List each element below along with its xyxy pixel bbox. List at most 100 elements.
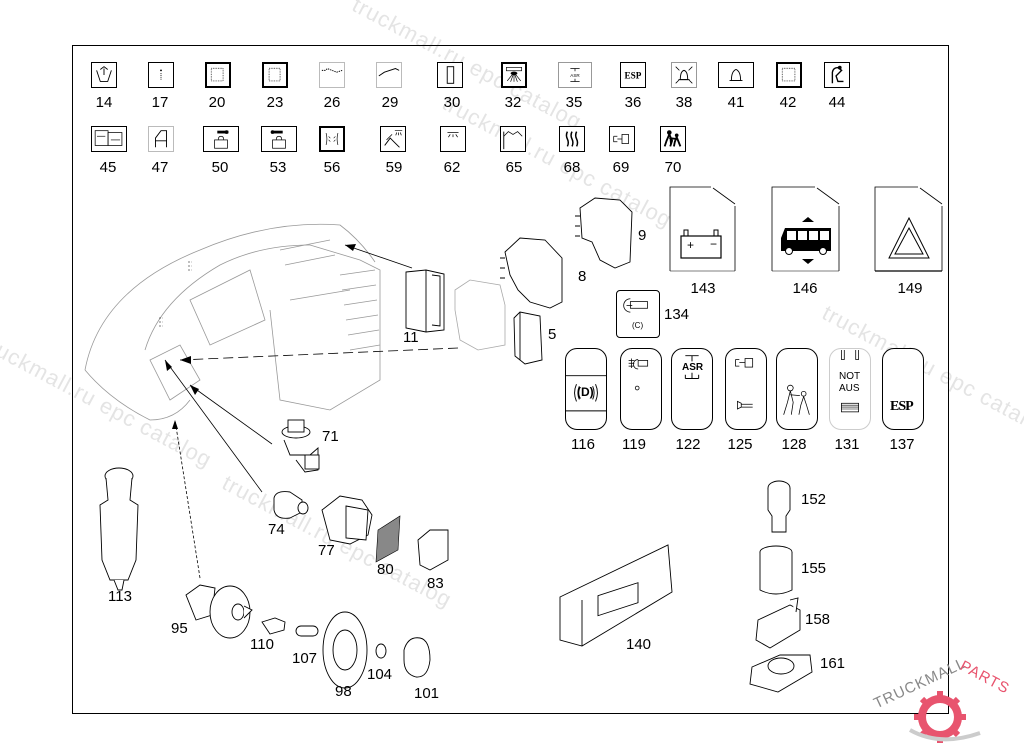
part-number-label: 155 xyxy=(801,560,827,577)
part-number-label: 122 xyxy=(675,436,701,453)
mirror-heating-icon[interactable] xyxy=(319,126,345,152)
part-number-label: 98 xyxy=(335,683,352,700)
part-number-label: 74 xyxy=(268,521,285,538)
part-number-label: 137 xyxy=(889,436,915,453)
esp-rocker[interactable]: ESP xyxy=(882,348,924,430)
interior-light-icon[interactable] xyxy=(501,62,527,88)
part-number-label: 32 xyxy=(504,94,522,111)
svg-text:ESP: ESP xyxy=(625,71,642,81)
retarder-icon[interactable] xyxy=(609,126,635,152)
hazard-warning-switch-plate[interactable] xyxy=(874,186,944,274)
diagram-frame xyxy=(72,45,949,714)
esp-icon[interactable]: ESP xyxy=(620,62,646,88)
part-number-label: 62 xyxy=(443,159,461,176)
part-number-label: 113 xyxy=(108,588,132,605)
part-number-label: 14 xyxy=(95,94,113,111)
parking-light-switch[interactable]: (C) xyxy=(616,290,660,338)
work-lamp-icon[interactable] xyxy=(380,126,406,152)
part-number-label: 30 xyxy=(443,94,461,111)
door-narrow-icon[interactable] xyxy=(437,62,463,88)
door-right-icon[interactable] xyxy=(262,62,288,88)
part-number-label: 134 xyxy=(664,306,690,323)
part-number-label: 119 xyxy=(622,436,646,453)
part-number-label: 36 xyxy=(624,94,642,111)
part-number-label: 38 xyxy=(675,94,693,111)
part-number-label: 50 xyxy=(211,159,229,176)
part-number-label: 69 xyxy=(612,159,630,176)
part-number-label: 8 xyxy=(578,268,587,285)
battery-plus-label: + xyxy=(687,238,695,252)
part-number-label: 77 xyxy=(318,542,335,559)
alarm-bell-active-icon[interactable] xyxy=(671,62,697,88)
rocker-122-text: ASR xyxy=(682,362,704,373)
part-number-label: 35 xyxy=(565,94,583,111)
part-number-label: 131 xyxy=(834,436,860,453)
battery-minus-label: − xyxy=(710,237,718,251)
gear-icon xyxy=(909,691,981,743)
roof-hatch-icon[interactable] xyxy=(776,62,802,88)
bus-level-switch-plate[interactable] xyxy=(771,186,841,274)
tilt-cab-icon[interactable] xyxy=(319,62,345,88)
part-number-label: 152 xyxy=(801,491,827,508)
rocker-116-text: (D) xyxy=(577,385,594,399)
emergency-stop-rocker[interactable]: NOT AUS xyxy=(829,348,871,430)
battery-switch-plate[interactable]: + − xyxy=(669,186,737,274)
part-number-label: 101 xyxy=(414,685,440,702)
heating-icon[interactable] xyxy=(559,126,585,152)
part-number-label: 42 xyxy=(779,94,797,111)
rocker-131-text-2: AUS xyxy=(839,383,860,394)
part-number-label: 158 xyxy=(805,611,831,628)
key-lock-closed-icon[interactable] xyxy=(203,126,239,152)
washer-fluid-icon[interactable] xyxy=(91,62,117,88)
school-children-rocker[interactable] xyxy=(776,348,818,430)
door-open-icon[interactable] xyxy=(148,126,174,152)
rocker-131-text-1: NOT xyxy=(839,371,861,382)
part-number-label: 47 xyxy=(151,159,169,176)
school-children-icon[interactable] xyxy=(660,126,686,152)
parking-brake-rocker[interactable]: (D) xyxy=(565,348,607,430)
svg-text:ASR: ASR xyxy=(570,73,580,78)
raise-cab-icon[interactable] xyxy=(376,62,402,88)
part-number-label: 23 xyxy=(266,94,284,111)
part-number-label: 26 xyxy=(323,94,341,111)
switch-134-sublabel: (C) xyxy=(632,321,644,330)
part-number-label: 146 xyxy=(792,280,818,297)
part-number-label: 125 xyxy=(727,436,753,453)
part-number-label: 95 xyxy=(171,620,188,637)
asr-rocker[interactable]: ASR xyxy=(671,348,713,430)
part-number-label: 20 xyxy=(208,94,226,111)
part-number-label: 41 xyxy=(727,94,745,111)
part-number-label: 45 xyxy=(99,159,117,176)
part-number-label: 161 xyxy=(820,655,846,672)
info-icon[interactable] xyxy=(148,62,174,88)
asr-axle-icon[interactable]: ASR xyxy=(558,62,592,88)
door-left-icon[interactable] xyxy=(205,62,231,88)
part-number-label: 17 xyxy=(151,94,169,111)
fog-light-rocker[interactable] xyxy=(620,348,662,430)
part-number-label: 128 xyxy=(781,436,807,453)
part-number-label: 143 xyxy=(690,280,716,297)
part-number-label: 110 xyxy=(250,636,274,653)
part-number-label: 80 xyxy=(377,561,394,578)
control-panel-icon[interactable] xyxy=(91,126,127,152)
part-number-label: 104 xyxy=(367,666,393,683)
part-number-label: 68 xyxy=(563,159,581,176)
bell-icon[interactable] xyxy=(718,62,754,88)
part-number-label: 83 xyxy=(427,575,444,592)
part-number-label: 9 xyxy=(638,227,647,244)
part-number-label: 71 xyxy=(322,428,339,445)
seat-driver-icon[interactable] xyxy=(824,62,850,88)
roof-light-icon[interactable] xyxy=(500,126,526,152)
reading-lamp-icon[interactable] xyxy=(440,126,466,152)
part-number-label: 140 xyxy=(626,636,652,653)
key-lock-open-icon[interactable] xyxy=(261,126,297,152)
part-number-label: 70 xyxy=(664,159,682,176)
part-number-label: 107 xyxy=(292,650,318,667)
part-number-label: 149 xyxy=(897,280,923,297)
part-number-label: 116 xyxy=(571,436,595,453)
part-number-label: 53 xyxy=(269,159,287,176)
part-number-label: 11 xyxy=(403,329,419,346)
rocker-137-text: ESP xyxy=(890,399,914,414)
part-number-label: 5 xyxy=(548,326,557,343)
horn-retarder-rocker[interactable] xyxy=(725,348,767,430)
